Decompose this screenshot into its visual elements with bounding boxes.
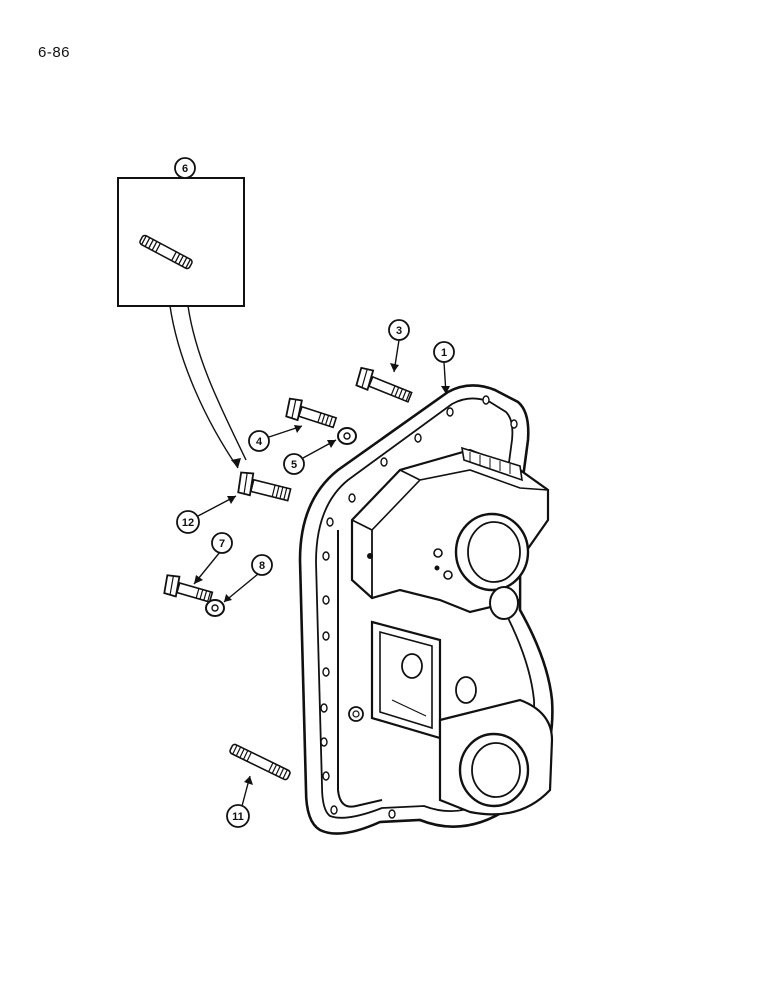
callout-12: 12 bbox=[176, 510, 200, 534]
stud-11-icon bbox=[229, 743, 291, 781]
stud-inset-icon bbox=[139, 234, 193, 270]
callout-11-label: 11 bbox=[232, 811, 244, 823]
inset-box-stud bbox=[117, 177, 247, 469]
callout-3: 3 bbox=[388, 319, 410, 341]
leader-arrows bbox=[194, 363, 450, 785]
callout-5-label: 5 bbox=[291, 459, 297, 471]
callout-8-label: 8 bbox=[259, 560, 265, 572]
washer-5-icon bbox=[337, 427, 357, 445]
callout-11: 11 bbox=[226, 804, 250, 828]
callout-6-label: 6 bbox=[182, 163, 188, 175]
leader-lines bbox=[193, 339, 447, 807]
callout-12-label: 12 bbox=[182, 517, 194, 529]
callout-7-label: 7 bbox=[219, 538, 225, 550]
callout-6: 6 bbox=[174, 157, 196, 179]
page-number: 6-86 bbox=[38, 44, 71, 61]
callout-7: 7 bbox=[211, 532, 233, 554]
bolt-7-icon bbox=[163, 574, 214, 603]
washer-8-icon bbox=[205, 599, 225, 617]
callout-4-label: 4 bbox=[256, 436, 263, 448]
bolt-12-icon bbox=[237, 471, 292, 502]
bolt-4-icon bbox=[285, 397, 338, 429]
callout-1: 1 bbox=[433, 341, 455, 363]
bolt-3-icon bbox=[355, 366, 413, 403]
callout-4: 4 bbox=[248, 430, 270, 452]
callout-8: 8 bbox=[251, 554, 273, 576]
callout-5: 5 bbox=[283, 453, 305, 475]
gear-housing-cover bbox=[298, 384, 554, 835]
callout-1-label: 1 bbox=[441, 347, 447, 359]
callout-3-label: 3 bbox=[396, 325, 402, 337]
